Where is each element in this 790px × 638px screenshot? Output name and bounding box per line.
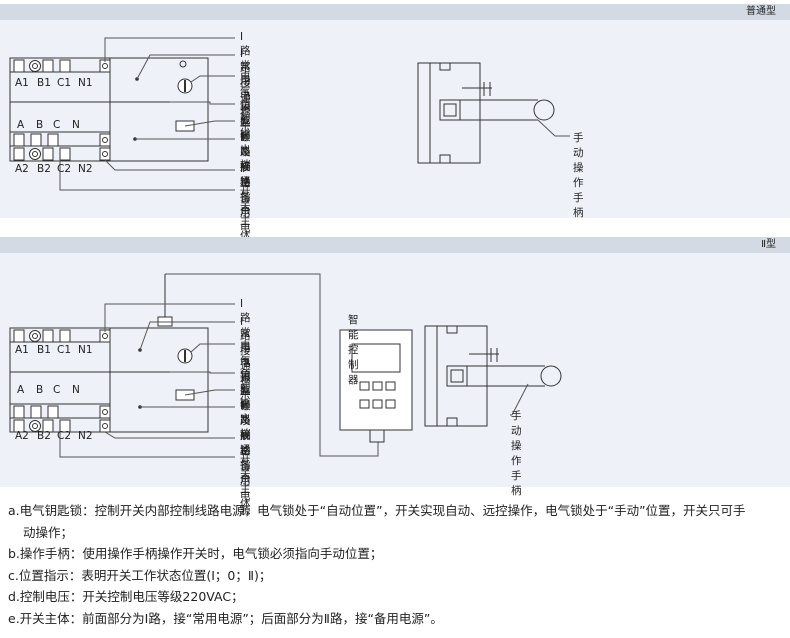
terminal-label: B1 bbox=[37, 344, 51, 356]
panel-header-bar: 普通型 bbox=[0, 4, 790, 20]
terminal-label: B bbox=[36, 384, 44, 396]
callout-label: Ⅱ路接通指示 bbox=[240, 400, 251, 486]
terminal-label: B2 bbox=[37, 430, 51, 442]
controller-label: 智能控制器 bbox=[348, 314, 359, 386]
panel-type-ii: Ⅱ型 bbox=[0, 234, 790, 517]
handle-knob bbox=[540, 365, 562, 387]
note-a: a.电气钥匙锁：控制开关内部控制线路电源，电气锁处于“自动位置”，开关实现自动、… bbox=[8, 503, 746, 518]
callout-label: Ⅰ路常用电源 bbox=[240, 298, 251, 384]
side-view bbox=[424, 325, 562, 427]
callout-label: 型号及规格 bbox=[240, 385, 251, 457]
terminal-label: A1 bbox=[15, 77, 29, 89]
terminal-label: C2 bbox=[57, 163, 72, 175]
terminal-label: N bbox=[72, 384, 80, 396]
terminal-label: B1 bbox=[37, 77, 51, 89]
switch-body bbox=[9, 57, 209, 162]
side-view bbox=[417, 62, 570, 164]
terminal-label: B2 bbox=[37, 163, 51, 175]
terminal-label: C1 bbox=[57, 344, 72, 356]
terminal-label: A1 bbox=[15, 344, 29, 356]
terminal-label: A bbox=[17, 384, 25, 396]
note-a-continued: 动操作； bbox=[23, 524, 74, 540]
terminal-label: C2 bbox=[57, 430, 72, 442]
terminal-label: A2 bbox=[15, 430, 29, 442]
callout-label: Ⅰ路常用电源 bbox=[240, 31, 251, 117]
terminal-label: A2 bbox=[15, 163, 29, 175]
terminal-label: N2 bbox=[78, 163, 93, 175]
panel-diagram-area bbox=[0, 20, 790, 218]
terminal-label: B bbox=[36, 119, 44, 131]
callout-label: 型号及规格 bbox=[240, 116, 251, 188]
handle-label: 手动操作手柄 bbox=[511, 410, 522, 497]
note-c: c.位置指示：表明开关工作状态位置(Ⅰ；0；Ⅱ)； bbox=[8, 567, 272, 583]
callout-leaders bbox=[59, 37, 235, 191]
panel-tag: 普通型 bbox=[746, 6, 776, 17]
callout-leaders bbox=[59, 303, 235, 458]
note-e: e.开关主体：前面部分为Ⅰ路，接“常用电源”；后面部分为Ⅱ路，接“备用电源”。 bbox=[8, 610, 443, 626]
terminal-label: C1 bbox=[57, 77, 72, 89]
terminal-label: N1 bbox=[78, 344, 93, 356]
panel-tag: Ⅱ型 bbox=[761, 239, 776, 250]
callout-label: 电气钥匙锁 bbox=[240, 340, 251, 412]
standard-diagram bbox=[9, 37, 570, 191]
handle-knob bbox=[533, 99, 555, 121]
callout-label: Ⅰ路接通指示 bbox=[240, 316, 251, 402]
smart-controller bbox=[339, 329, 413, 443]
terminal-label: C bbox=[53, 119, 61, 131]
terminal-label: A bbox=[17, 119, 25, 131]
callout-label: 开关主体 bbox=[240, 453, 251, 510]
note-d: d.控制电压：开关控制电压等级220VAC； bbox=[8, 589, 244, 604]
callout-label: Ⅱ路备用电源 bbox=[240, 431, 251, 517]
callout-label: Ⅰ路接通指示 bbox=[240, 48, 251, 134]
callout-label: Ⅱ路接通指示 bbox=[240, 132, 251, 218]
terminal-screw bbox=[29, 60, 41, 72]
panel-standard: 普通型 bbox=[0, 0, 790, 249]
handle-label: 手动操作手柄 bbox=[573, 132, 584, 219]
terminal-label: N1 bbox=[78, 77, 93, 89]
callout-label: 负载输出端 bbox=[240, 368, 251, 440]
callout-label: 开关主体 bbox=[240, 185, 251, 242]
callout-label: 负载输出端 bbox=[240, 99, 251, 171]
terminal-label: N bbox=[72, 119, 80, 131]
terminal-label: C bbox=[53, 384, 61, 396]
panel-header-bar: Ⅱ型 bbox=[0, 237, 790, 253]
terminal-label: N2 bbox=[78, 430, 93, 442]
description-notes: a.电气钥匙锁：控制开关内部控制线路电源，电气锁处于“自动位置”，开关实现自动、… bbox=[8, 500, 786, 629]
control-wire bbox=[165, 273, 379, 457]
note-b: b.操作手柄：使用操作手柄操作开关时，电气锁必须指向手动位置； bbox=[8, 546, 383, 561]
callout-label: 电气钥匙锁 bbox=[240, 71, 251, 143]
type-ii-diagram bbox=[9, 273, 562, 458]
